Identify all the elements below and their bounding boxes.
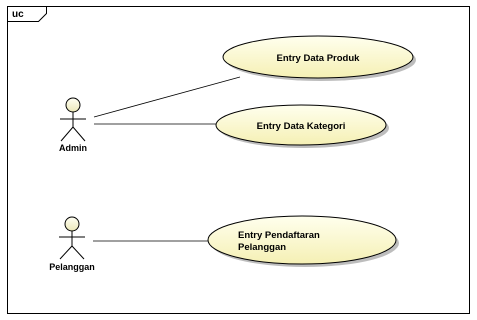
usecase-entry-pendaftaran-pelanggan[interactable]: Entry Pendaftaran Pelanggan: [207, 215, 399, 267]
usecase-entry-data-kategori[interactable]: Entry Data Kategori: [215, 104, 389, 148]
usecase-label: Pelanggan: [238, 242, 286, 253]
usecase-label: Entry Pendaftaran: [238, 230, 320, 241]
actor-label: Admin: [59, 143, 87, 153]
usecase-label: Entry Data Produk: [277, 53, 361, 64]
actor-pelanggan[interactable]: Pelanggan: [49, 216, 95, 272]
actor-icon: [59, 216, 85, 260]
frame-label: uc: [12, 9, 24, 20]
usecase-label: Entry Data Kategori: [257, 121, 346, 132]
actor-icon: [60, 97, 86, 142]
actor-label: Pelanggan: [49, 262, 95, 272]
usecase-entry-data-produk[interactable]: Entry Data Produk: [222, 35, 416, 81]
diagram-frame: uc: [7, 6, 470, 314]
association-admin-entry-data-produk: [93, 76, 241, 118]
associations: [93, 76, 241, 242]
actor-admin[interactable]: Admin: [59, 97, 87, 153]
